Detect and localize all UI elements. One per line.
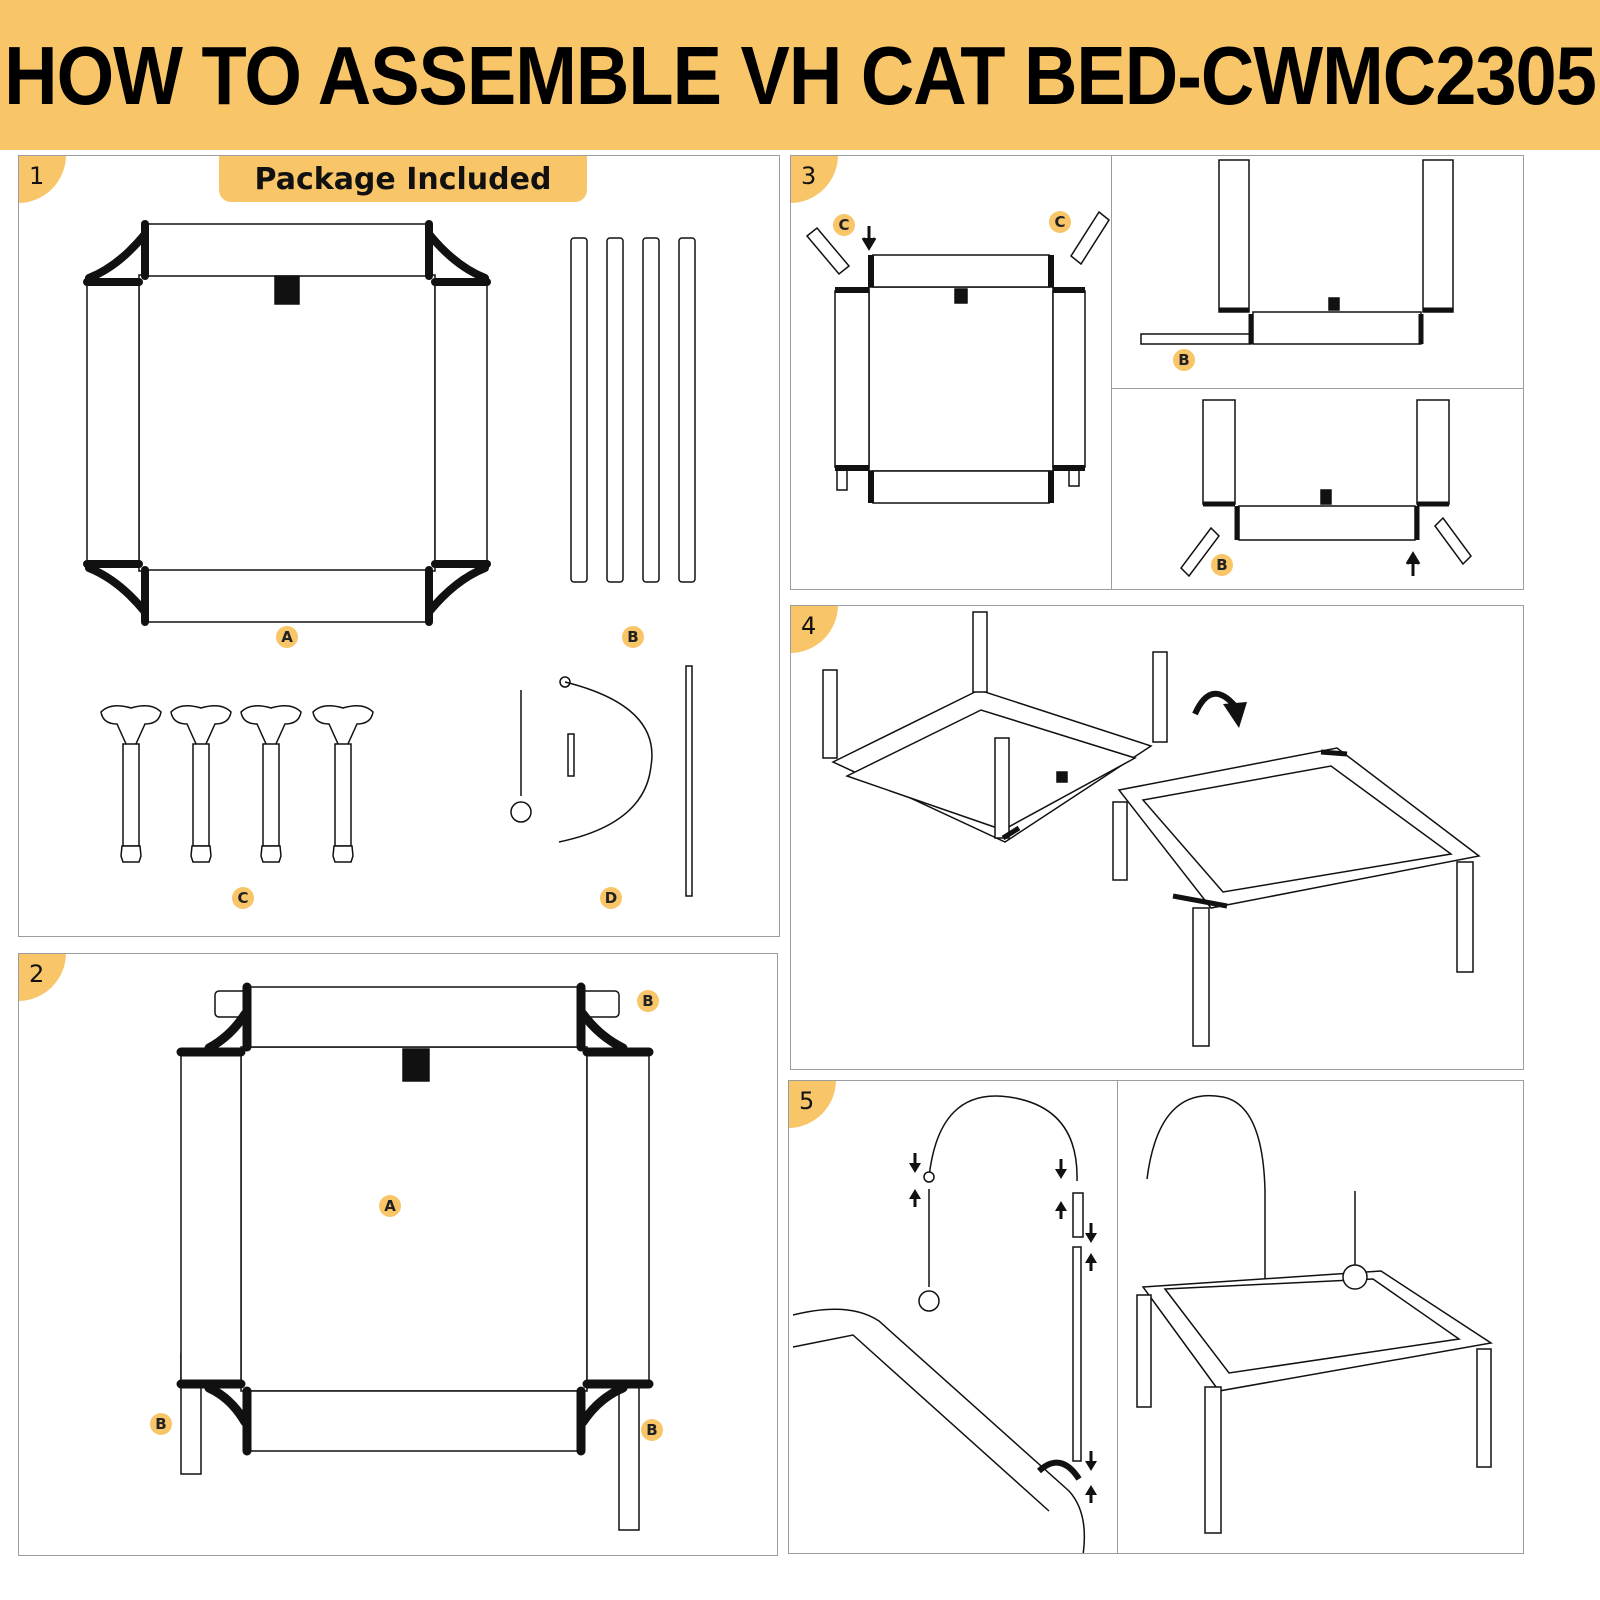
package-contents-illustration (83, 220, 696, 897)
step-4-illustration (822, 611, 1481, 1047)
step-3-number: 3 (801, 162, 817, 190)
step-4-number: 4 (801, 612, 817, 640)
label-b-bottom: B (1211, 554, 1233, 576)
page-title: HOW TO ASSEMBLE VH CAT BED-CWMC2305 (4, 28, 1597, 122)
label-a: A (379, 1195, 401, 1217)
step-3-panel: 3 C C B B (790, 155, 1524, 590)
step-5-panel: 5 (788, 1080, 1524, 1554)
step-3-divider-horizontal (1111, 388, 1523, 389)
label-b-top: B (1173, 349, 1195, 371)
package-included-heading: Package Included (219, 156, 587, 202)
step-2-panel: 2 A B B B (18, 953, 778, 1556)
step-1-number: 1 (29, 162, 45, 190)
step-2-illustration (176, 982, 654, 1531)
step-3-divider-vertical (1111, 156, 1112, 589)
step-5-illustration (792, 1094, 1493, 1553)
label-c-right: C (1049, 211, 1071, 233)
label-b-bottom-right: B (641, 1419, 663, 1441)
label-d: D (600, 887, 622, 909)
step-1-panel: 1 Package Included A B C D (18, 155, 780, 937)
label-b-top-right: B (637, 990, 659, 1012)
label-c: C (232, 887, 254, 909)
step-3-illustration (805, 159, 1472, 578)
label-b: B (622, 626, 644, 648)
step-4-panel: 4 (790, 605, 1524, 1070)
label-a: A (276, 626, 298, 648)
step-5-number: 5 (799, 1087, 815, 1115)
step-5-divider-vertical (1117, 1081, 1118, 1553)
label-b-bottom-left: B (150, 1413, 172, 1435)
step-2-number: 2 (29, 960, 45, 988)
header-banner: HOW TO ASSEMBLE VH CAT BED-CWMC2305 (0, 0, 1600, 150)
label-c-left: C (833, 214, 855, 236)
